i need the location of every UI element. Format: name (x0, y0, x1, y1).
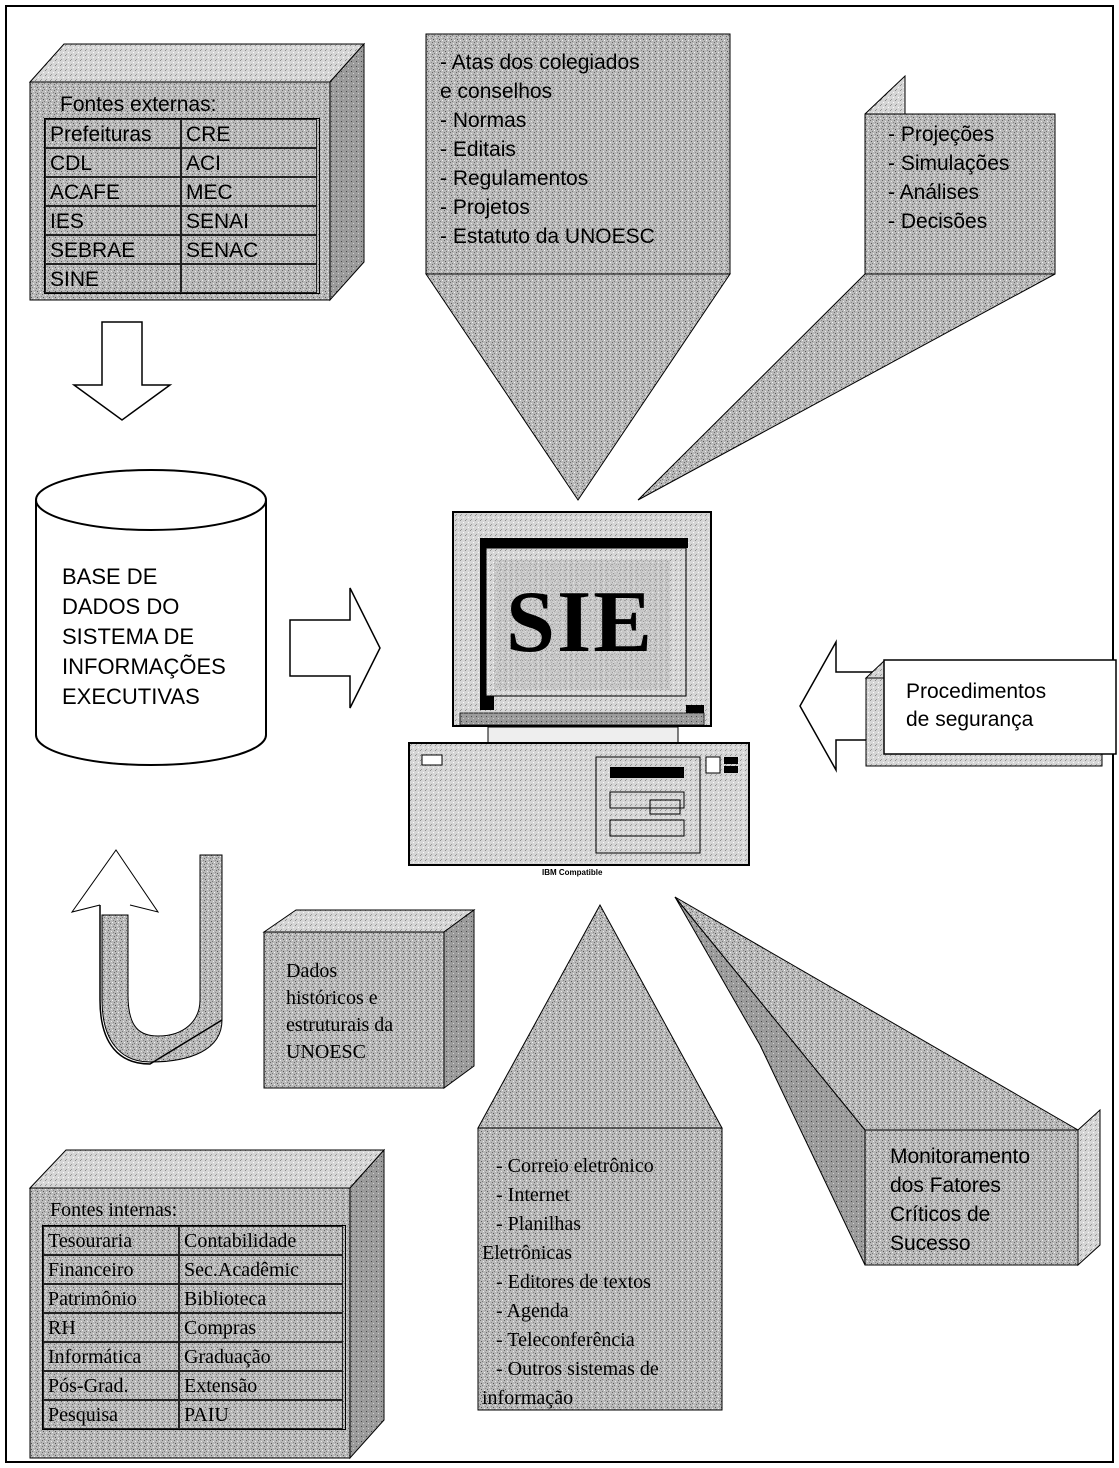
table-cell (181, 264, 317, 293)
monitoring-label: Monitoramento dos Fatores Críticos de Su… (890, 1142, 1030, 1258)
analysis-list: - Projeções - Simulações - Análises - De… (888, 120, 1009, 236)
external-sources-table: Prefeituras CRE CDL ACI ACAFE MEC IES SE… (44, 118, 320, 294)
table-cell: CRE (181, 119, 317, 148)
table-cell: MEC (181, 177, 317, 206)
computer-case-icon (409, 743, 749, 865)
security-label: Procedimentos de segurança (906, 678, 1046, 734)
table-cell: SEBRAE (45, 235, 181, 264)
table-cell: SINE (45, 264, 181, 293)
table-cell: Graduação (179, 1342, 343, 1371)
table-cell: Sec.Acadêmic (179, 1255, 343, 1284)
table-cell: CDL (45, 148, 181, 177)
external-sources-title: Fontes externas: (60, 90, 216, 119)
table-cell: Biblioteca (179, 1284, 343, 1313)
table-cell: RH (43, 1313, 179, 1342)
table-cell: Patrimônio (43, 1284, 179, 1313)
table-cell: Compras (179, 1313, 343, 1342)
internal-sources-title: Fontes internas: (50, 1196, 177, 1225)
table-cell: ACAFE (45, 177, 181, 206)
table-cell: IES (45, 206, 181, 235)
table-cell: Informática (43, 1342, 179, 1371)
database-label: BASE DE DADOS DO SISTEMA DE INFORMAÇÕES … (62, 562, 226, 712)
table-cell: Extensão (179, 1371, 343, 1400)
table-cell: PAIU (179, 1400, 343, 1429)
table-cell: Prefeituras (45, 119, 181, 148)
table-cell: ACI (181, 148, 317, 177)
table-cell: Tesouraria (43, 1226, 179, 1255)
table-cell: Financeiro (43, 1255, 179, 1284)
sie-label: SIE (506, 578, 654, 668)
table-cell: SENAC (181, 235, 317, 264)
table-cell: SENAI (181, 206, 317, 235)
table-cell: Pesquisa (43, 1400, 179, 1429)
internal-sources-table: Tesouraria Contabilidade Financeiro Sec.… (42, 1225, 346, 1430)
computer-caption: IBM Compatible (542, 868, 602, 877)
table-cell: Contabilidade (179, 1226, 343, 1255)
historical-data-label: Dados históricos e estruturais da UNOESC (286, 958, 393, 1066)
documents-list: - Atas dos colegiados e conselhos - Norm… (440, 48, 655, 251)
table-cell: Pós-Grad. (43, 1371, 179, 1400)
tools-list: - Correio eletrônico - Internet - Planil… (496, 1152, 659, 1413)
